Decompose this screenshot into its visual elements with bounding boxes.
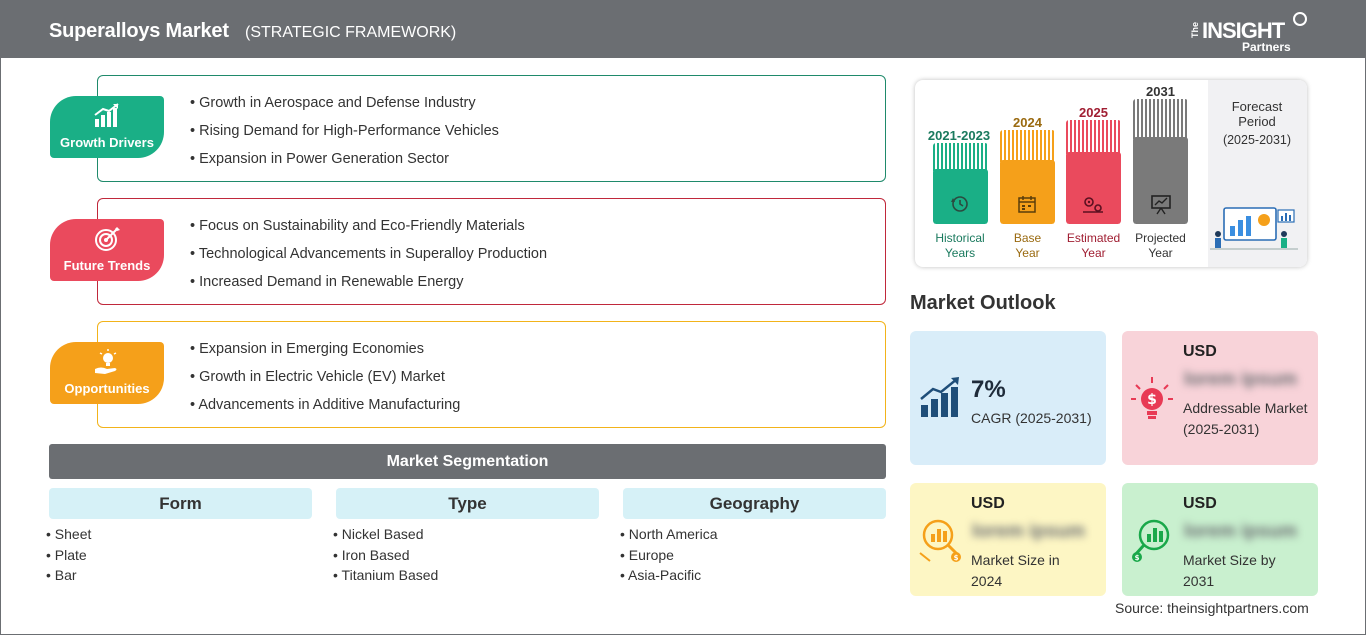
page-title: Superalloys Market	[49, 20, 229, 42]
addressable-market-desc: Addressable Market (2025-2031)	[1183, 400, 1308, 437]
segment-head-type: Type	[336, 488, 599, 519]
segment-list-type: • Nickel Based • Iron Based • Titanium B…	[333, 526, 438, 588]
list-item: • Focus on Sustainability and Eco-Friend…	[190, 218, 525, 234]
forecast-period-label: Forecast Period (2025-2031)	[1213, 99, 1301, 148]
segment-list-form: • Sheet • Plate • Bar	[46, 526, 91, 588]
future-trends-box: • Focus on Sustainability and Eco-Friend…	[97, 198, 886, 305]
insight-partners-logo: The INSIGHT Partners	[1190, 10, 1310, 54]
list-item: • Bar	[46, 567, 77, 583]
logo-insight: INSIGHT	[1202, 18, 1285, 43]
list-item: • Technological Advancements in Superall…	[190, 246, 548, 262]
addressable-market-usd: USD	[1183, 343, 1217, 360]
segment-head-form: Form	[49, 488, 312, 519]
list-item: • North America	[620, 526, 718, 542]
dollar-bulb-icon: $	[1131, 377, 1173, 419]
idea-hand-icon	[95, 349, 117, 374]
list-item: • Expansion in Power Generation Sector	[190, 151, 449, 167]
market-size-2024-usd: USD	[971, 495, 1005, 512]
addressable-market-card: USD lorem ipsum $ Addressable Market (20…	[1122, 331, 1318, 465]
market-size-2024-desc: Market Size in 2024	[971, 552, 1060, 589]
cagr-card: 7% CAGR (2025-2031)	[910, 331, 1106, 465]
list-item: • Titanium Based	[333, 567, 439, 583]
logo-the: The	[1190, 22, 1200, 39]
analytics-illustration-icon	[1210, 207, 1298, 250]
list-item: • Growth in Aerospace and Defense Indust…	[190, 95, 476, 111]
cagr-value: 7%	[971, 376, 1006, 403]
page-subtitle: (STRATEGIC FRAMEWORK)	[245, 24, 457, 41]
market-size-2024-card: USD lorem ipsum $ Market Size in 2024	[910, 483, 1106, 596]
market-size-2031-card: USD lorem ipsum $ Market Size by 2031	[1122, 483, 1318, 596]
coin-chart-icon: $	[919, 519, 961, 562]
growth-drivers-box: • Growth in Aerospace and Defense Indust…	[97, 75, 886, 182]
future-trends-badge: Future Trends	[50, 219, 164, 281]
market-outlook-title: Market Outlook	[910, 292, 1056, 314]
timeline-column-projected	[1133, 99, 1188, 224]
list-item: • Expansion in Emerging Economies	[190, 341, 424, 357]
list-item: • Plate	[46, 546, 87, 563]
header-bar: Superalloys Market (STRATEGIC FRAMEWORK)…	[0, 0, 1366, 58]
list-item: • Iron Based	[333, 546, 410, 563]
opportunities-box: • Expansion in Emerging Economies • Grow…	[97, 321, 886, 428]
list-item: • Growth in Electric Vehicle (EV) Market	[190, 369, 445, 385]
timeline-column-historical	[933, 143, 988, 224]
history-icon	[951, 196, 968, 212]
timeline-year-base: 2024	[1013, 115, 1042, 130]
cagr-desc: CAGR (2025-2031)	[971, 410, 1092, 426]
timeline-year-estimated: 2025	[1079, 105, 1108, 120]
growth-drivers-list: • Growth in Aerospace and Defense Indust…	[190, 95, 499, 179]
growth-drivers-badge: Growth Drivers	[50, 96, 164, 158]
market-size-2031-usd: USD	[1183, 495, 1217, 512]
presentation-icon	[1151, 195, 1171, 215]
calendar-icon	[1018, 196, 1036, 213]
market-size-2024-value-blurred: lorem ipsum	[972, 521, 1085, 542]
growth-drivers-label: Growth Drivers	[60, 135, 154, 150]
market-size-2031-desc: Market Size by 2031	[1183, 552, 1276, 589]
bar-growth-icon	[920, 377, 959, 417]
list-item: • Advancements in Additive Manufacturing	[190, 397, 461, 413]
timeline-column-base	[1000, 130, 1055, 224]
list-item: • Asia-Pacific	[620, 567, 702, 583]
logo-partners: Partners	[1242, 40, 1291, 54]
opportunities-list: • Expansion in Emerging Economies • Grow…	[190, 341, 460, 425]
timeline-year-historical: 2021-2023	[927, 128, 991, 143]
market-size-2031-value-blurred: lorem ipsum	[1184, 521, 1297, 542]
svg-text:$: $	[1147, 392, 1157, 408]
timeline-year-projected: 2031	[1146, 84, 1175, 99]
logo-ring-icon	[1293, 12, 1307, 26]
target-icon	[95, 227, 120, 251]
gears-icon	[1083, 197, 1103, 213]
money-chart-icon: $	[1132, 519, 1170, 562]
opportunities-badge: Opportunities	[50, 342, 164, 404]
list-item: • Sheet	[46, 526, 92, 542]
timeline-column-estimated	[1066, 120, 1121, 224]
segment-list-geography: • North America • Europe • Asia-Pacific	[620, 526, 718, 588]
growth-chart-icon	[94, 103, 119, 127]
addressable-market-value-blurred: lorem ipsum	[1184, 369, 1297, 390]
opportunities-label: Opportunities	[64, 381, 150, 396]
future-trends-list: • Focus on Sustainability and Eco-Friend…	[190, 218, 547, 302]
list-item: • Nickel Based	[333, 526, 424, 542]
market-segmentation-header: Market Segmentation	[49, 444, 886, 479]
forecast-period-range: (2025-2031)	[1222, 133, 1292, 147]
future-trends-label: Future Trends	[63, 258, 151, 273]
list-item: • Rising Demand for High-Performance Veh…	[190, 123, 499, 139]
segment-head-geography: Geography	[623, 488, 886, 519]
list-item: • Increased Demand in Renewable Energy	[190, 274, 464, 290]
source-credit: Source: theinsightpartners.com	[1115, 600, 1309, 616]
svg-text:$: $	[954, 554, 959, 562]
svg-text:$: $	[1135, 554, 1140, 562]
list-item: • Europe	[620, 546, 674, 563]
